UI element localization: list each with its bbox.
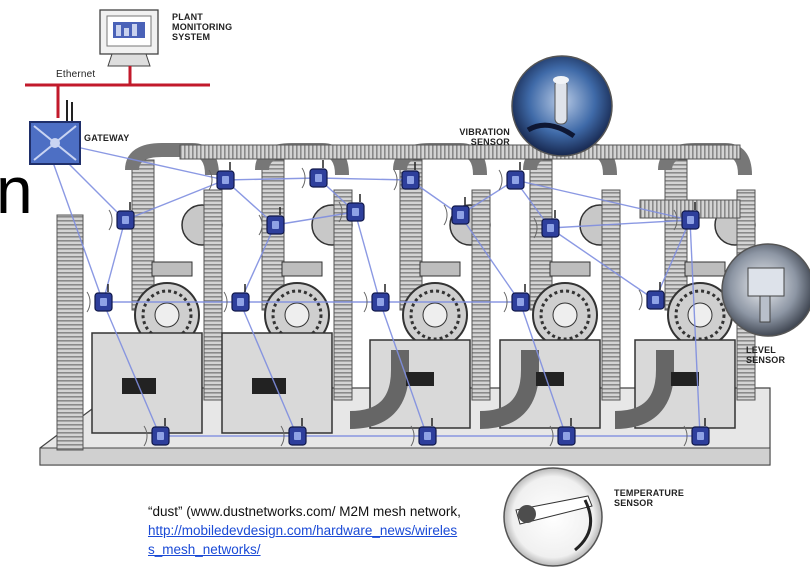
pump-station <box>350 150 490 428</box>
monitoring-label-line-3: SYSTEM <box>172 32 232 42</box>
vibration-sensor-label: VIBRATION SENSOR <box>448 127 510 147</box>
signal-arc-icon <box>87 292 90 312</box>
pump-motor-hub <box>155 303 179 327</box>
pump-motor-hub <box>423 303 447 327</box>
sensor-node-face <box>315 174 322 182</box>
monitoring-label-line-2: MONITORING <box>172 22 232 32</box>
vibration-sensor-photo <box>512 56 612 156</box>
ethernet-connection <box>25 66 210 118</box>
level-label-line-2: SENSOR <box>746 355 785 365</box>
signal-arc-icon <box>639 290 642 310</box>
sensor-node-face <box>547 224 554 232</box>
sensor-node <box>224 284 249 312</box>
level-sensor-photo <box>722 244 810 336</box>
signal-arc-icon <box>444 205 447 225</box>
mesh-link <box>103 220 125 302</box>
slide-title-fragment: n <box>0 150 33 230</box>
pump-motor-hub <box>688 303 712 327</box>
pump-flange <box>685 262 725 276</box>
caption-link-line-1[interactable]: http://mobiledevdesign.com/hardware_news… <box>148 521 498 540</box>
sensor-node <box>87 284 112 312</box>
pump-station <box>92 150 222 433</box>
pump-base-slot <box>252 378 286 394</box>
duct-left <box>57 215 83 450</box>
sensor-node-face <box>697 432 704 440</box>
sensor-node-face <box>237 298 244 306</box>
sensor-node <box>639 282 664 310</box>
sensor-node-face <box>157 432 164 440</box>
sensor-node-face <box>377 298 384 306</box>
pump-station <box>222 150 352 433</box>
caption-source-text: “dust” (www.dustnetworks.com/ M2M mesh n… <box>148 502 498 521</box>
sensor-node-face <box>100 298 107 306</box>
plant-monitoring-computer <box>100 10 158 66</box>
duct-top-run <box>180 145 740 159</box>
gateway-device <box>30 100 80 164</box>
sensor-node <box>499 162 524 190</box>
pump-flange <box>550 262 590 276</box>
sensor-node-face <box>424 432 431 440</box>
pump-base-slot <box>536 372 564 386</box>
sensor-node <box>109 202 134 230</box>
sensor-node-face <box>512 176 519 184</box>
pump-flange <box>152 262 192 276</box>
temperature-sensor-label: TEMPERATURE SENSOR <box>614 488 684 508</box>
pump-flange <box>282 262 322 276</box>
sensor-node <box>444 197 469 225</box>
source-caption: “dust” (www.dustnetworks.com/ M2M mesh n… <box>148 502 498 559</box>
signal-arc-icon <box>499 170 502 190</box>
pump-motor-hub <box>285 303 309 327</box>
sensor-node-face <box>517 298 524 306</box>
gateway-label: GATEWAY <box>84 133 129 143</box>
vibration-label-line-1: VIBRATION <box>448 127 510 137</box>
pump-motor-hub <box>553 303 577 327</box>
sensor-node <box>504 284 529 312</box>
pump-base-slot <box>406 372 434 386</box>
vibration-label-line-2: SENSOR <box>448 137 510 147</box>
pump-side-duct <box>602 190 620 400</box>
monitoring-system-label: PLANT MONITORING SYSTEM <box>172 12 232 42</box>
mesh-link <box>225 178 318 180</box>
level-sensor-label: LEVEL SENSOR <box>746 345 785 365</box>
ethernet-label: Ethernet <box>56 70 95 80</box>
mesh-link <box>355 212 380 302</box>
temperature-sensor-photo <box>504 468 602 566</box>
sensor-node-face <box>222 176 229 184</box>
signal-arc-icon <box>109 210 112 230</box>
mesh-link <box>318 178 410 180</box>
temperature-label-line-2: SENSOR <box>614 498 684 508</box>
temperature-label-line-1: TEMPERATURE <box>614 488 684 498</box>
caption-link-line-2[interactable]: s_mesh_networks/ <box>148 540 498 559</box>
sensor-node-face <box>407 176 414 184</box>
pump-flange <box>420 262 460 276</box>
sensor-node-face <box>652 296 659 304</box>
monitoring-label-line-1: PLANT <box>172 12 232 22</box>
sensor-node-face <box>122 216 129 224</box>
plant-floor-edge <box>40 448 770 465</box>
sensor-node-face <box>457 211 464 219</box>
pump-station <box>480 150 620 428</box>
pump-base-slot <box>671 372 699 386</box>
sensor-node <box>302 160 327 188</box>
pump-side-duct <box>204 190 222 400</box>
sensor-node-face <box>294 432 301 440</box>
sensor-node-face <box>563 432 570 440</box>
sensor-node-face <box>272 221 279 229</box>
sensor-node-face <box>687 216 694 224</box>
level-label-line-1: LEVEL <box>746 345 785 355</box>
pump-side-duct <box>472 190 490 400</box>
sensor-node-face <box>352 208 359 216</box>
